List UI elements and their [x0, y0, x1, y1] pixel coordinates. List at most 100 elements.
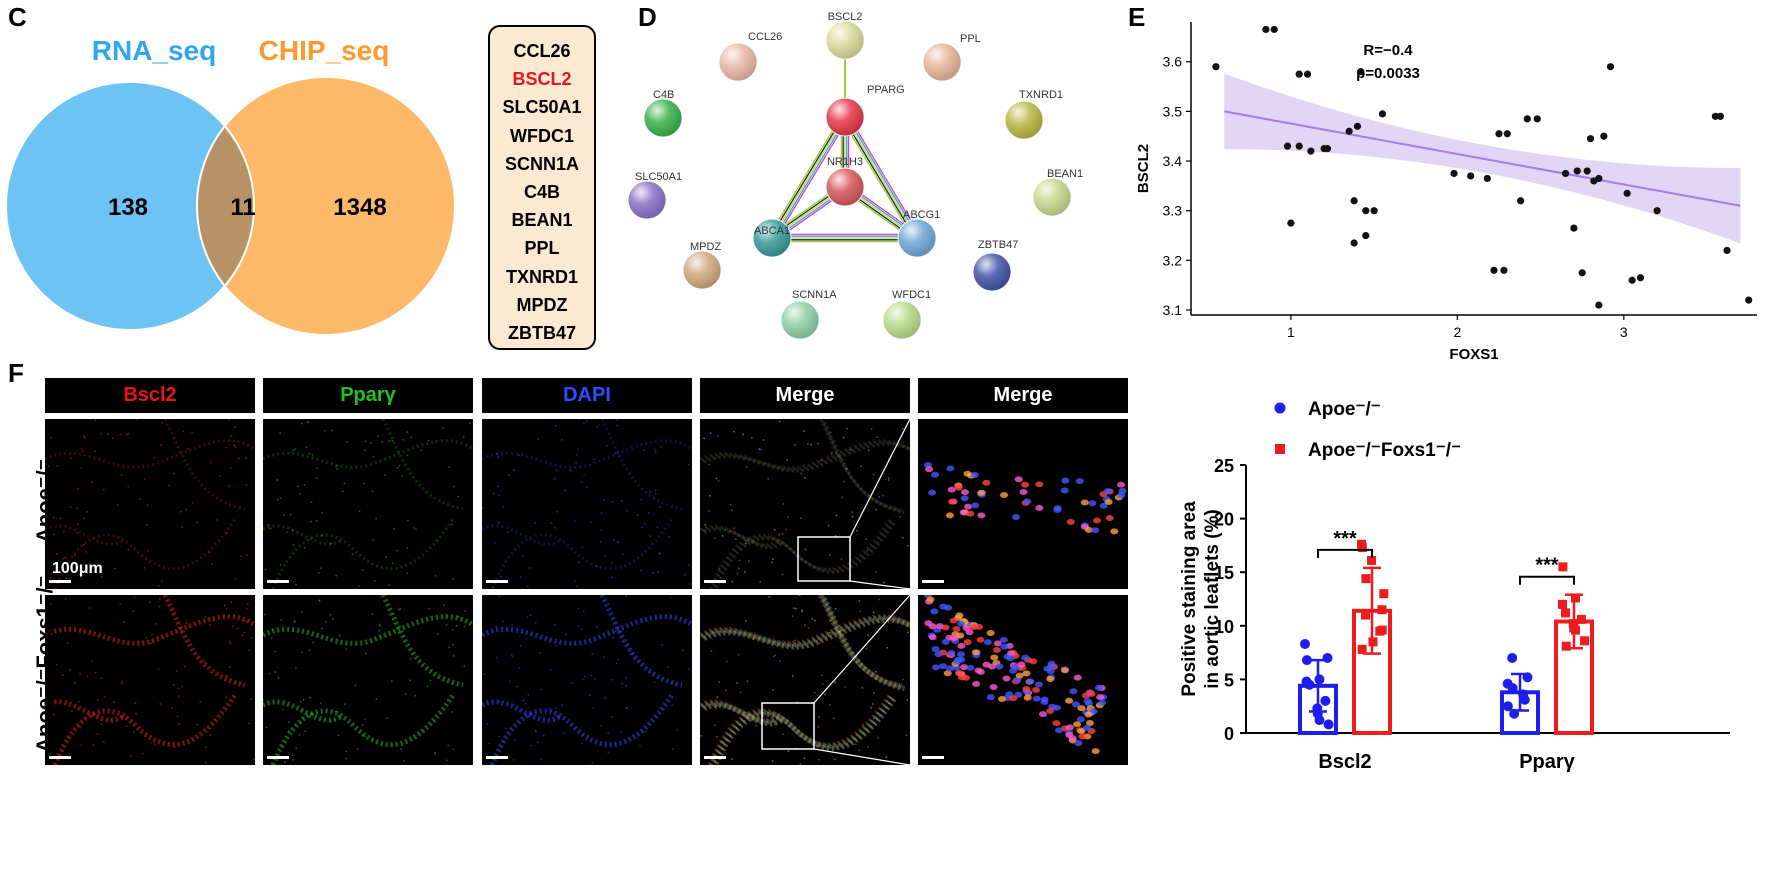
network-node-label: WFDC1	[892, 289, 931, 301]
panel-label-f: F	[8, 358, 24, 388]
scatter-point	[1561, 169, 1570, 178]
column-header-4: Merge	[700, 378, 910, 413]
y-axis-label: BSCL2	[1135, 144, 1152, 193]
column-header-3: DAPI	[482, 378, 692, 413]
data-point	[1304, 679, 1315, 690]
data-point	[1507, 682, 1518, 693]
data-point	[1558, 562, 1568, 572]
micrograph-tile	[263, 595, 473, 765]
scatter-point	[1345, 127, 1353, 135]
data-point	[1322, 652, 1333, 663]
scatter-point	[1262, 25, 1270, 34]
legend-label-1: Apoe⁻/⁻	[1308, 399, 1381, 420]
network-node-label: SLC50A1	[635, 171, 682, 183]
scatter-point	[1600, 132, 1608, 140]
data-point	[1361, 610, 1371, 620]
data-point	[1561, 641, 1571, 651]
scatter-point	[1350, 239, 1358, 247]
network-node-label: ABCG1	[903, 209, 940, 221]
gene-list-item: SCNN1A	[504, 153, 579, 174]
scatter-point	[1595, 174, 1603, 183]
network-node-mpdz: MPDZ	[682, 241, 722, 290]
network-node-nr1h3: NR1H3	[825, 156, 865, 207]
bar-y-tick-label: 0	[1224, 724, 1234, 744]
gene-list-item: BEAN1	[511, 210, 573, 231]
scatter-point	[1533, 115, 1541, 123]
scatter-point	[1628, 276, 1636, 284]
micrograph-tile	[700, 595, 910, 765]
panel-label-e: E	[1128, 2, 1146, 32]
network-node-label: CCL26	[748, 31, 782, 43]
data-point	[1361, 574, 1371, 584]
scatter-point	[1362, 231, 1370, 240]
row-label-apoe: Apoe⁻/⁻	[32, 458, 57, 544]
scatter-point	[1745, 296, 1753, 304]
y-tick-label: 3.1	[1163, 302, 1183, 318]
scatter-point	[1370, 207, 1378, 215]
significance-label: ***	[1535, 555, 1559, 577]
data-point	[1301, 655, 1312, 666]
scatter-point	[1450, 169, 1458, 178]
bar-y-tick-label: 10	[1214, 617, 1234, 637]
network-node-slc50a1: SLC50A1	[627, 171, 682, 220]
bar-category-label: Pparγ	[1519, 751, 1575, 773]
scatter-point	[1350, 197, 1358, 205]
gene-list-item: TXNRD1	[505, 266, 578, 287]
venn-right-label: CHIP_seq	[259, 35, 390, 66]
network-node-c4b: C4B	[643, 89, 683, 138]
venn-left-count: 138	[108, 194, 148, 221]
network-node-scnn1a: SCNN1A	[780, 289, 837, 340]
micrograph-tile	[482, 419, 692, 589]
micrograph-tile	[45, 595, 255, 765]
network-node-label: PPARG	[867, 84, 905, 96]
data-point	[1576, 614, 1586, 624]
network-node-pparg: PPARG	[825, 84, 905, 137]
data-point	[1377, 605, 1387, 615]
network-node-bscl2: BSCL2	[825, 11, 865, 60]
gene-list-item: SLC50A1	[502, 97, 582, 118]
data-point	[1558, 599, 1568, 609]
scatter-point	[1578, 269, 1586, 277]
data-point	[1314, 715, 1325, 726]
network-node-label: BEAN1	[1047, 168, 1083, 180]
venn-right-circle	[197, 77, 455, 335]
significance-bracket	[1317, 548, 1373, 558]
bar-y-tick-label: 5	[1224, 670, 1234, 690]
legend-marker-1	[1274, 402, 1286, 414]
network-node-abca1: ABCA1	[752, 218, 792, 258]
data-point	[1375, 626, 1385, 636]
network-node-label: TXNRD1	[1019, 89, 1063, 101]
micrograph-tile	[45, 419, 255, 589]
x-tick-label: 2	[1453, 324, 1461, 340]
venn-diagram: RNA_seq CHIP_seq 138 11 1348	[5, 35, 456, 336]
data-point	[1314, 674, 1325, 685]
scatter-point	[1295, 142, 1303, 150]
scatter-point	[1583, 167, 1591, 175]
data-point	[1519, 694, 1530, 705]
significance-label: ***	[1333, 528, 1357, 550]
y-tick-label: 3.2	[1163, 252, 1183, 268]
x-tick-label: 3	[1620, 324, 1628, 340]
network-node-label: NR1H3	[827, 156, 863, 168]
network-node-label: C4B	[653, 89, 674, 101]
data-point	[1561, 608, 1571, 618]
venn-left-circle	[6, 82, 254, 330]
venn-left-label: RNA_seq	[92, 35, 216, 66]
scatter-point	[1573, 167, 1581, 175]
network-node-abcg1: ABCG1	[897, 209, 940, 258]
y-tick-label: 3.4	[1163, 153, 1183, 169]
scatter-point	[1467, 172, 1475, 180]
network-node-ppl: PPL	[922, 33, 981, 82]
scatter-point	[1623, 189, 1631, 197]
scatter-point	[1212, 63, 1220, 71]
scatter-point	[1586, 135, 1595, 143]
network-node-label: MPDZ	[690, 241, 721, 253]
gene-list-item: WFDC1	[510, 125, 574, 146]
gene-list-item: CCL26	[513, 41, 571, 61]
significance-bracket	[1519, 575, 1575, 585]
y-tick-label: 3.3	[1163, 203, 1183, 219]
scale-bar-label: 100μm	[52, 560, 103, 577]
bar-y-axis-label: Positive staining area	[1179, 501, 1200, 697]
scatter-point	[1723, 246, 1731, 255]
